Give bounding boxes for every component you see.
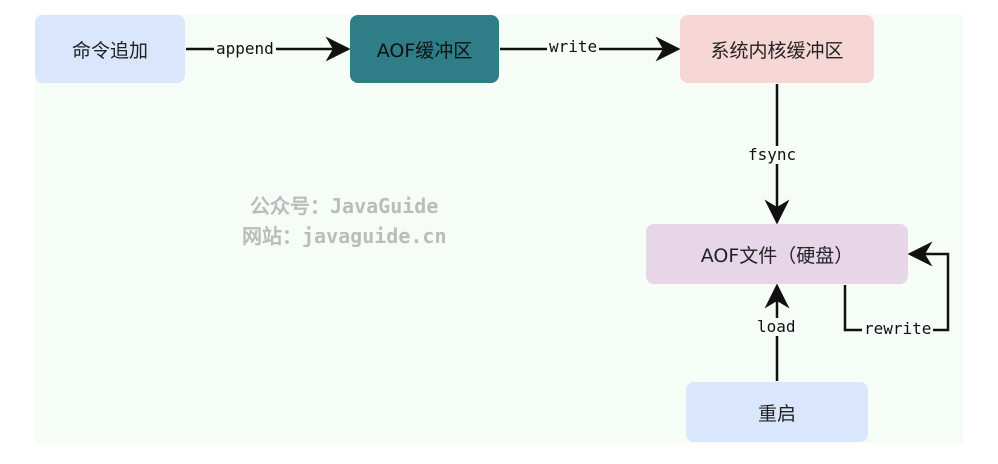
watermark-line1: 公众号：JavaGuide: [250, 194, 439, 218]
label-fsync: fsync: [746, 145, 799, 164]
label-append: append: [214, 39, 276, 58]
node-aof-file: AOF文件（硬盘）: [646, 224, 908, 284]
label-write: write: [547, 37, 600, 56]
node-restart: 重启: [686, 382, 868, 442]
label-load: load: [755, 317, 798, 336]
watermark-line2: 网站：javaguide.cn: [242, 224, 447, 248]
node-command-append: 命令追加: [35, 15, 185, 83]
node-aof-buffer: AOF缓冲区: [350, 15, 499, 83]
rewrite-arrow: [843, 241, 950, 332]
node-kernel-buffer: 系统内核缓冲区: [680, 15, 874, 83]
label-rewrite: rewrite: [862, 319, 934, 338]
